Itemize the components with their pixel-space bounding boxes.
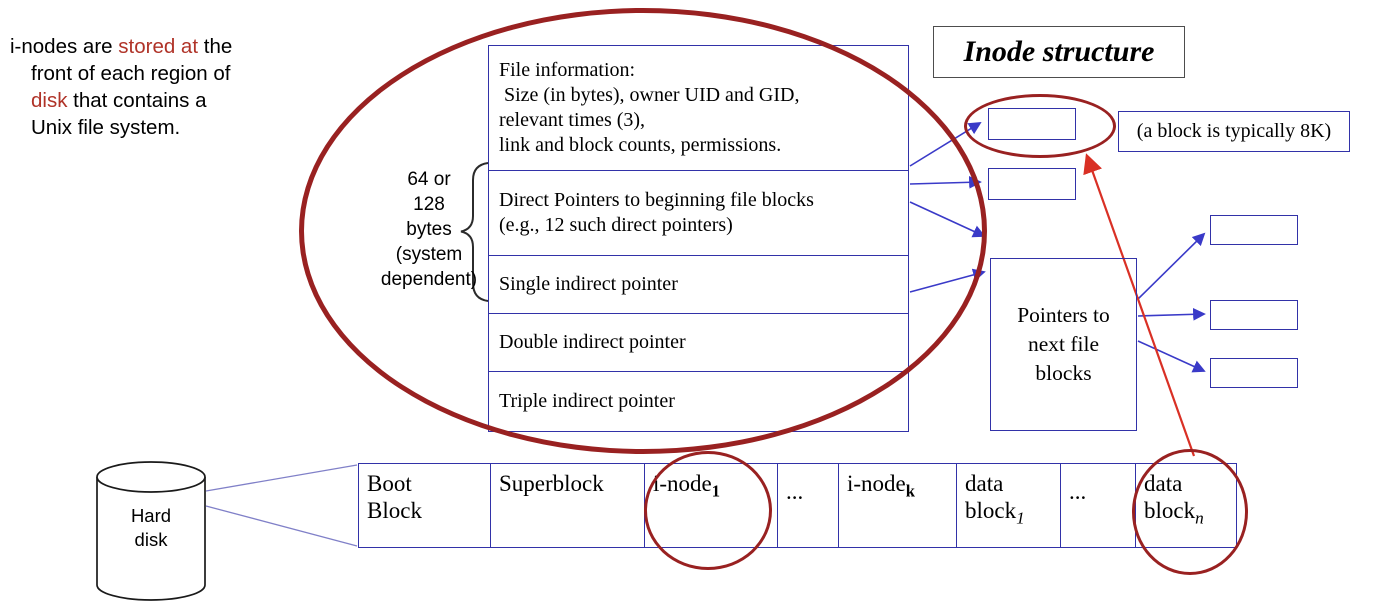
inode-structure-highlight-ellipse (299, 8, 987, 454)
next-file-block-2 (1210, 300, 1298, 330)
intro-seg: that contains a (67, 89, 207, 113)
arrow-datablock-to-block (1083, 153, 1196, 457)
data-block-box-second (988, 168, 1076, 200)
arrow-next-block-1 (1137, 232, 1206, 300)
zoom-line-top (205, 464, 358, 492)
block-highlight-ellipse (964, 94, 1116, 158)
cell-text: block (965, 498, 1017, 524)
hard-disk-cylinder (96, 477, 206, 601)
strip-cell-superblock: Superblock (490, 464, 644, 547)
intro-line-4: Unix file system. (31, 116, 181, 140)
disk-layout-strip: Boot Block Superblock i-node 1 ... i-node… (358, 463, 1237, 548)
cell-subscript: k (905, 481, 915, 501)
intro-line-1: i-nodes are stored at the (10, 33, 232, 60)
arrow-next-block-3 (1137, 340, 1206, 373)
strip-cell-ellipsis-2: ... (1060, 464, 1135, 547)
next-file-block-1 (1210, 215, 1298, 245)
intro-text: i-nodes are stored at the front of each … (10, 33, 232, 141)
page-title: Inode structure (933, 26, 1185, 78)
next-file-block-3 (1210, 358, 1298, 388)
cell-text: i-node (847, 471, 906, 496)
strip-cell-inode-k: i-nodek (838, 464, 956, 547)
hard-disk-line: Hard (130, 505, 172, 526)
inode1-highlight-circle (644, 451, 772, 570)
cell-line: block1 (965, 497, 1056, 529)
intro-seg: i-nodes are (10, 35, 119, 58)
intro-seg-red: disk (31, 89, 68, 113)
pointers-line: next file (1027, 331, 1100, 356)
cell-line: Block (367, 498, 422, 524)
intro-line-3: disk that contains a (31, 87, 232, 114)
datablockn-highlight-circle (1132, 449, 1248, 575)
intro-line-2: front of each region of (31, 62, 231, 86)
strip-cell-boot-block: Boot Block (359, 464, 490, 547)
pointers-line: Pointers to (1017, 302, 1110, 327)
strip-cell-ellipsis-1: ... (777, 464, 838, 547)
intro-seg-red: stored at (118, 35, 199, 58)
cell-line: data (965, 471, 1004, 496)
zoom-line-bottom (205, 505, 358, 547)
hard-disk-cylinder-top (96, 461, 206, 493)
arrow-next-block-2 (1137, 307, 1206, 321)
pointers-to-next-blocks-box: Pointers to next file blocks (990, 258, 1137, 431)
cell-line: Boot (367, 471, 412, 496)
strip-cell-data-block-1: data block1 (956, 464, 1060, 547)
cell-subscript: 1 (1016, 508, 1025, 528)
hard-disk-label: Hard disk (97, 504, 205, 551)
block-size-note: (a block is typically 8K) (1118, 111, 1350, 152)
hard-disk-line: disk (134, 528, 168, 550)
pointers-line: blocks (1035, 361, 1092, 385)
intro-seg: the (198, 35, 233, 58)
